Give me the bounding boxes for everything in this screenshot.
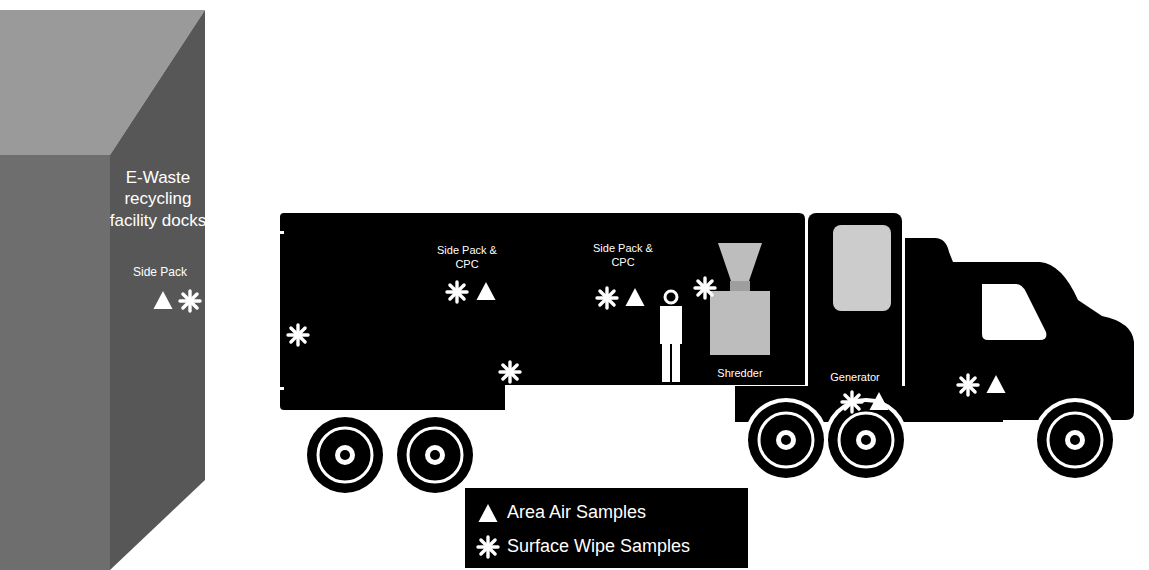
wipe-sample-asterisk — [478, 537, 498, 557]
wheel-gap — [303, 413, 387, 497]
asterisk-spoke — [481, 540, 495, 554]
generator-panel — [833, 225, 891, 311]
trailer-body — [280, 213, 805, 410]
wheel-rim — [759, 413, 813, 467]
node-label: Shredder — [700, 367, 780, 381]
worker-leg — [662, 344, 670, 382]
truck-wheel — [303, 413, 387, 497]
wheel-rim — [839, 413, 893, 467]
air-sample-triangle — [987, 375, 1006, 393]
building-front — [0, 155, 110, 570]
trailer-notch — [280, 387, 284, 390]
node-label: Side Pack — [120, 265, 200, 280]
wheel-axle — [1070, 435, 1080, 445]
node-label: Worker — [641, 385, 701, 399]
legend-entry: Surface Wipe Samples — [465, 532, 748, 562]
wheel-rim — [408, 428, 462, 482]
facility-building-outline — [0, 10, 205, 570]
trailer-notch — [280, 231, 284, 234]
shredder-machine-outline — [700, 243, 780, 383]
wheel-hub — [425, 445, 445, 465]
asterisk-spoke — [961, 378, 975, 392]
legend-entry: Area Air Samples — [465, 498, 748, 528]
legend-label: Area Air Samples — [507, 502, 646, 523]
wheel-hub — [1065, 430, 1085, 450]
facility-building: E-Waste recycling facility docksSide Pac… — [0, 10, 205, 570]
wipe-sample-asterisk — [958, 375, 978, 395]
wheel-axle — [340, 450, 350, 460]
asterisk-spoke — [966, 375, 969, 395]
worker-torso — [660, 306, 682, 344]
legend-box: Area Air SamplesSurface Wipe Samples — [465, 488, 748, 568]
wheel-tire — [397, 417, 473, 493]
wheel-rim — [1048, 413, 1102, 467]
node-label: Generator — [810, 371, 900, 385]
truck-cab — [905, 238, 1134, 420]
legend-label: Surface Wipe Samples — [507, 536, 690, 557]
generator-unit: Generator — [808, 213, 902, 412]
shredder-hopper — [718, 243, 762, 281]
wheel-tire — [307, 417, 383, 493]
node-label: E-Waste recycling facility docks — [106, 167, 210, 231]
wheel-rim — [318, 428, 372, 482]
worker-figure: Worker — [652, 289, 690, 401]
wheel-axle — [430, 450, 440, 460]
air-sample-triangle — [479, 504, 498, 522]
node-label: Side Pack & CPC — [588, 242, 658, 270]
legend-symbol — [473, 498, 503, 528]
shredder-body — [710, 291, 770, 355]
wheel-axle — [781, 435, 791, 445]
asterisk-spoke — [961, 378, 975, 392]
wheel-gap — [393, 413, 477, 497]
wheel-hub — [335, 445, 355, 465]
asterisk-spoke — [958, 383, 978, 386]
wheel-hub — [856, 430, 876, 450]
wheel-tire — [748, 402, 824, 478]
wheel-gap — [1033, 398, 1117, 482]
wheel-tire — [1037, 402, 1113, 478]
building-side — [110, 10, 205, 570]
truck-wheel — [393, 413, 477, 497]
legend-symbol — [473, 532, 503, 562]
truck-trailer: WorkerShredderSide Pack & CPCSide Pack &… — [280, 213, 805, 410]
node-label: Side Pack & CPC — [432, 244, 502, 272]
wheel-tire — [828, 402, 904, 478]
worker-figure-outline — [652, 289, 690, 401]
wheel-hub — [776, 430, 796, 450]
shredder-machine: Shredder — [700, 243, 780, 383]
worker-head — [665, 291, 677, 303]
truck-wheel — [1033, 398, 1117, 482]
worker-leg — [672, 344, 680, 382]
generator-housing — [808, 213, 902, 412]
cab-window — [982, 284, 1046, 340]
shredder-neck — [730, 281, 750, 291]
wheel-axle — [861, 435, 871, 445]
